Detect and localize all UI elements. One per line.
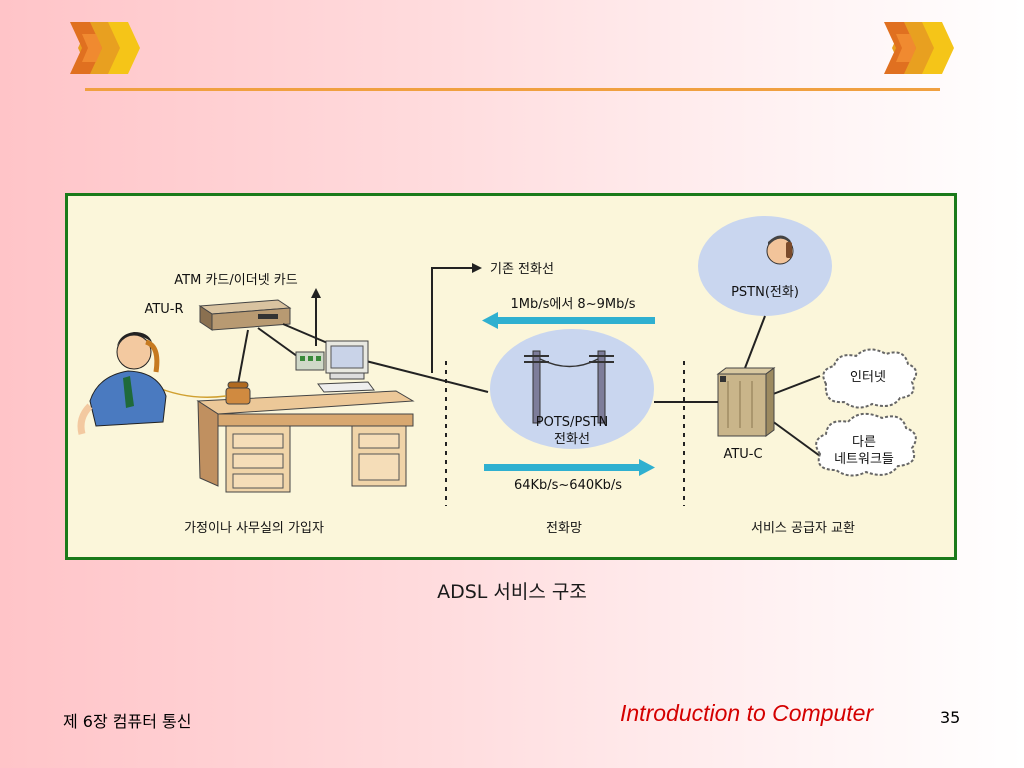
pots-label: POTS/PSTN — [536, 415, 608, 430]
downstream-label: 1Mb/s에서 8~9Mb/s — [510, 297, 635, 312]
provider-label: 서비스 공급자 교환 — [751, 521, 855, 536]
phone-line-label: 전화선 — [554, 432, 590, 447]
existing-line-label: 기존 전화선 — [490, 262, 554, 277]
office-desk-icon — [196, 390, 415, 493]
internet-label: 인터넷 — [850, 370, 886, 385]
figure-caption: ADSL 서비스 구조 — [437, 581, 587, 603]
downstream-arrow-icon — [482, 312, 655, 329]
atu-r-label: ATU-R — [144, 302, 183, 317]
network-card-icon — [295, 351, 325, 371]
desk-phone-icon — [225, 381, 251, 405]
atm-card-label: ATM 카드/이더넷 카드 — [174, 273, 297, 288]
hexagon-logo-right-icon — [884, 22, 954, 74]
telephone-pole-icon — [524, 350, 614, 424]
person-on-phone-icon — [77, 332, 167, 435]
atu-c-label: ATU-C — [723, 447, 762, 462]
header-rule — [85, 88, 940, 91]
atu-r-modem-icon — [198, 299, 292, 331]
other-networks-cloud-icon — [815, 412, 917, 477]
course-title: Introduction to Computer — [620, 700, 874, 726]
hexagon-logo-left-icon — [70, 22, 140, 74]
pstn-label: PSTN(전화) — [731, 285, 799, 300]
adsl-diagram: PSTN(전화) 인터넷 다른 네트워크들 ATU-C — [65, 193, 957, 560]
other-networks-label-2: 네트워크들 — [834, 452, 894, 467]
other-networks-label-1: 다른 — [852, 435, 876, 450]
pstn-bubble — [698, 216, 832, 316]
atu-c-cabinet-icon — [716, 367, 776, 437]
subscriber-label: 가정이나 사무실의 가입자 — [184, 521, 324, 536]
internet-cloud-icon — [822, 348, 918, 409]
page-number: 35 — [940, 708, 961, 727]
computer-icon — [317, 340, 375, 393]
upstream-arrow-icon — [484, 459, 655, 476]
chapter-label: 제 6장 컴퓨터 통신 — [63, 712, 192, 731]
upstream-label: 64Kb/s~640Kb/s — [514, 478, 622, 493]
phone-network-bubble — [490, 329, 654, 449]
phone-person-icon — [766, 235, 794, 265]
phone-network-label: 전화망 — [546, 521, 582, 536]
